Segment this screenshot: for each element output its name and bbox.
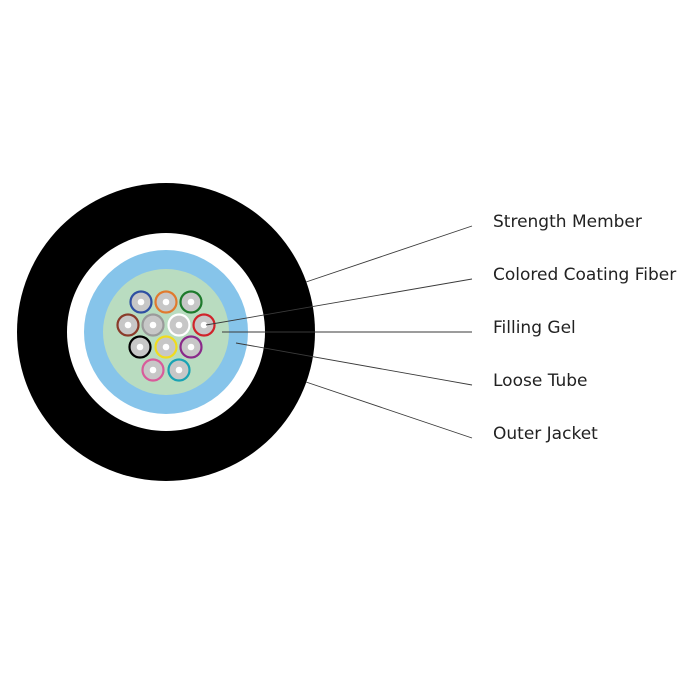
fiber-blue [129, 290, 153, 314]
colored-fiber-bundle [116, 290, 216, 382]
callout-line-strength-member [305, 225, 473, 283]
fiber-white [167, 313, 191, 337]
callout-lines [205, 225, 473, 439]
fiber-red [192, 313, 216, 337]
fiber-green [179, 290, 203, 314]
fiber-brown [116, 313, 140, 337]
label-strength-member: Strength Member [493, 212, 642, 232]
fiber-yellow [154, 335, 178, 359]
fiber-core-dot [162, 298, 170, 306]
callout-line-outer-jacket [305, 381, 473, 439]
fiber-violet [179, 335, 203, 359]
fiber-core-dot [187, 298, 195, 306]
fiber-core-dot [175, 321, 183, 329]
fiber-orange [154, 290, 178, 314]
fiber-aqua [167, 358, 191, 382]
callout-line-loose-tube [235, 342, 473, 386]
label-outer-jacket: Outer Jacket [493, 424, 598, 444]
fiber-core-dot [137, 298, 145, 306]
fiber-core-dot [162, 343, 170, 351]
label-colored-coating-fiber: Colored Coating Fiber [493, 265, 677, 285]
label-loose-tube: Loose Tube [493, 371, 588, 391]
callout-line-colored-coating-fiber [205, 278, 473, 326]
fiber-core-dot [136, 343, 144, 351]
fiber-core-dot [124, 321, 132, 329]
fiber-rose [141, 358, 165, 382]
fiber-core-dot [149, 366, 157, 374]
fiber-black [128, 335, 152, 359]
fiber-core-dot [187, 343, 195, 351]
fiber-core-dot [175, 366, 183, 374]
fiber-slate [141, 313, 165, 337]
fiber-core-dot [200, 321, 208, 329]
fiber-core-dot [149, 321, 157, 329]
label-filling-gel: Filling Gel [493, 318, 576, 338]
